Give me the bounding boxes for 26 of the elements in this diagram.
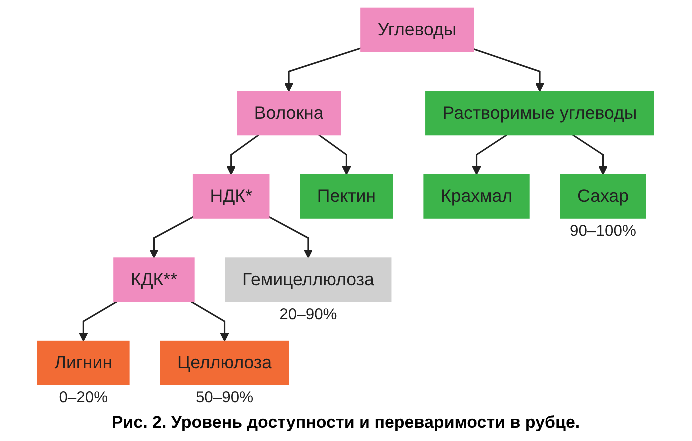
arrow: [268, 216, 314, 259]
category-box: Растворимые углеводы: [426, 91, 654, 136]
category-box: Гемицеллюлоза: [225, 258, 392, 302]
category-box: Пектин: [300, 174, 394, 219]
arrow: [284, 48, 362, 92]
arrow: [572, 134, 608, 176]
category-box: Волокна: [237, 91, 341, 136]
percentage-label: 50–90%: [196, 390, 254, 407]
arrow: [473, 48, 545, 92]
arrow: [150, 216, 194, 259]
arrow: [190, 300, 230, 342]
percentage-label: 90–100%: [570, 223, 636, 240]
arrow: [226, 134, 260, 176]
percentage-label: 0–20%: [59, 390, 108, 407]
category-box: НДК*: [192, 174, 270, 219]
category-box: Целлюлоза: [160, 340, 290, 386]
category-box: Лигнин: [38, 340, 130, 386]
figure-caption: Рис. 2. Уровень доступности и переваримости в рубце.: [112, 412, 580, 434]
category-box: КДК**: [114, 258, 195, 302]
category-box: Крахмал: [424, 174, 530, 219]
percentage-label: 20–90%: [280, 306, 338, 324]
arrow: [79, 300, 118, 342]
category-box: Углеводы: [360, 8, 474, 52]
arrow: [318, 134, 352, 176]
arrow: [472, 134, 508, 176]
category-box: Сахар: [560, 174, 646, 219]
